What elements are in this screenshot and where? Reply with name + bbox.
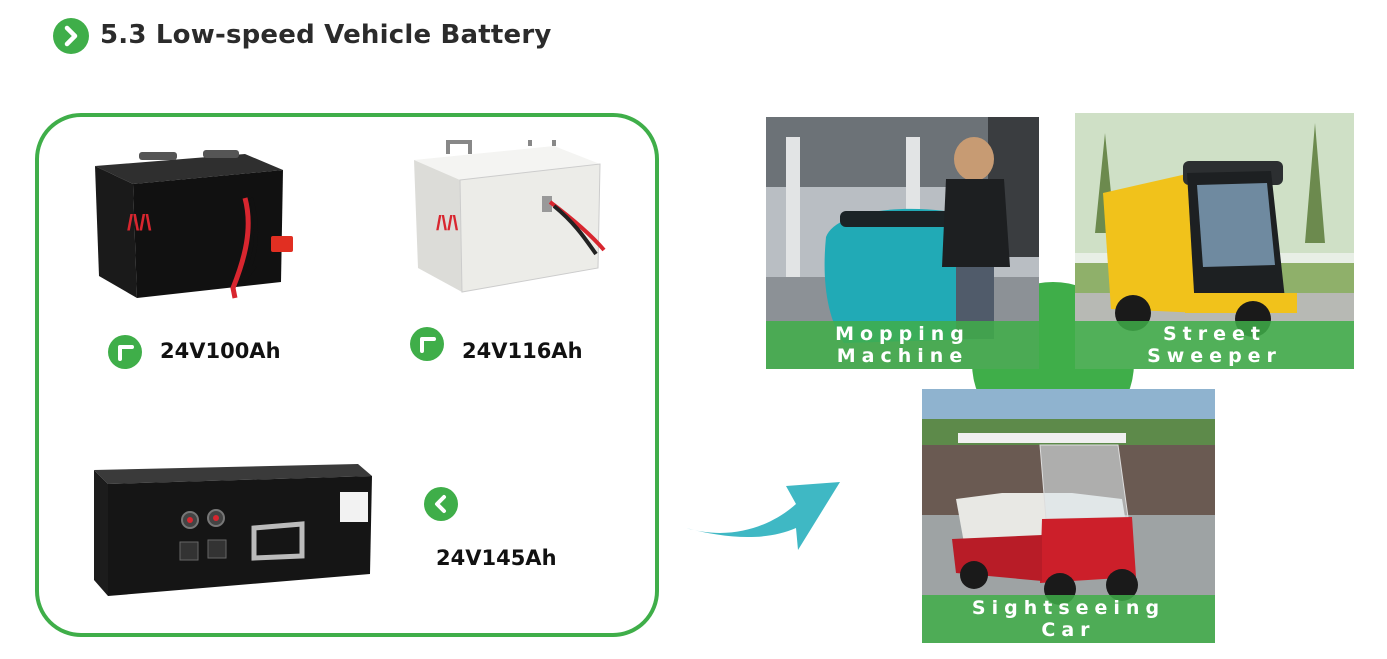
corner-arrow-icon xyxy=(410,327,444,361)
product-label: 24V116Ah xyxy=(462,339,583,363)
battery-image-24v145ah xyxy=(92,462,374,604)
product-label: 24V100Ah xyxy=(160,339,281,363)
application-photo-mopping-machine: Mopping Machine xyxy=(766,117,1039,369)
battery-image-24v100ah: /\/\ xyxy=(95,148,305,312)
battery-image-24v116ah: /\/\ xyxy=(414,134,614,304)
page-title: 5.3 Low-speed Vehicle Battery xyxy=(100,20,552,50)
application-caption: Mopping Machine xyxy=(766,321,1039,369)
arrow-icon xyxy=(684,476,844,560)
application-caption: Sightseeing Car xyxy=(922,595,1215,643)
svg-text:/\/\: /\/\ xyxy=(436,213,459,235)
application-photo-sightseeing-car: Sightseeing Car xyxy=(922,389,1215,643)
chevron-right-icon xyxy=(53,18,89,54)
product-label: 24V145Ah xyxy=(436,546,557,570)
svg-text:/\/\: /\/\ xyxy=(127,210,151,235)
application-photo-street-sweeper: Street Sweeper xyxy=(1075,113,1354,369)
chevron-left-icon xyxy=(424,487,458,521)
corner-arrow-icon xyxy=(108,335,142,369)
application-caption: Street Sweeper xyxy=(1075,321,1354,369)
